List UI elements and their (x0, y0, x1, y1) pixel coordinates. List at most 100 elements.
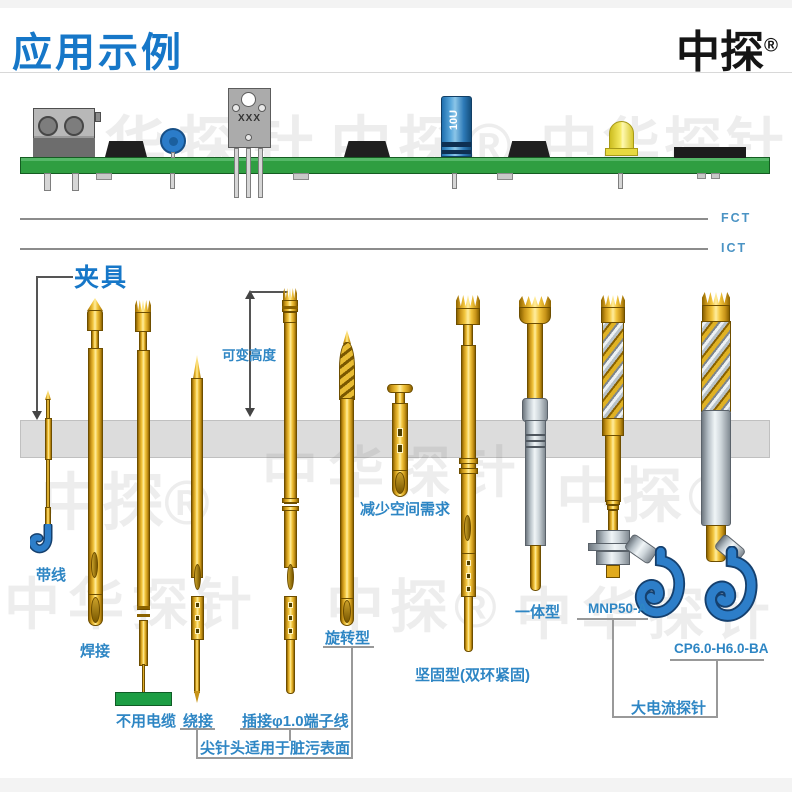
probe-shaft (527, 323, 543, 400)
probe-slot (464, 515, 471, 541)
fixture-pointer-h (37, 276, 73, 278)
probe-hole (195, 602, 200, 608)
probe-hole (195, 628, 200, 634)
probe-barrel (392, 403, 408, 473)
cp60-label: CP6.0-H6.0-BA (674, 641, 769, 656)
component-leg (72, 173, 79, 191)
dimension-arrow-down (245, 408, 255, 417)
brand-logo: 中探® (676, 16, 778, 80)
probe-barrel (605, 435, 621, 502)
solder-pad (96, 173, 112, 180)
rugged-label: 坚固型(双环紧固) (415, 667, 530, 684)
probe-taper (607, 505, 619, 510)
leader-line (716, 659, 718, 718)
component-leg (452, 173, 457, 189)
led-flange (605, 148, 638, 156)
probe-ring (459, 468, 478, 474)
probe-crown-tip (456, 295, 480, 309)
probe-spring (602, 322, 624, 420)
terminal-tab (95, 112, 101, 122)
probe-collar (602, 418, 624, 436)
probe-neck (463, 324, 473, 346)
probe-groove (526, 446, 545, 448)
probe-hole (466, 573, 471, 579)
solder-pad (497, 173, 513, 180)
registered-mark: ® (764, 35, 778, 57)
probe-slot-hole (397, 428, 403, 437)
ict-line (20, 248, 708, 250)
to220-marking: XXX (237, 113, 261, 124)
probe-shaft (139, 620, 148, 666)
probe-barrel (137, 350, 150, 610)
probe-stub (606, 565, 620, 578)
space-saving-label: 减少空间需求 (360, 501, 451, 518)
capacitor-band (442, 142, 471, 147)
one-piece-label: 一体型 (515, 604, 561, 621)
smd-transistor (508, 141, 550, 157)
probe-taper (606, 500, 620, 505)
target-pcb-pad (115, 692, 172, 706)
ict-label: ICT (721, 241, 748, 255)
leader-line (351, 647, 353, 759)
probe-scoop-inner (395, 472, 405, 494)
dimension-line (249, 293, 251, 415)
solder-pad (697, 173, 706, 179)
top-strip (0, 0, 792, 8)
probe-neck (139, 331, 147, 351)
probe-slot-hole (397, 444, 403, 453)
dimension-tick (250, 291, 288, 293)
label-underline (323, 646, 374, 648)
pcb-board-highlight (21, 158, 769, 161)
to220-hole (245, 134, 252, 141)
probe-head (87, 310, 103, 331)
high-current-label: 大电流探针 (631, 700, 707, 717)
to220-leg (234, 148, 239, 198)
probe-hole (288, 615, 293, 621)
current-hook-icon (634, 546, 686, 619)
terminal-screw (38, 116, 58, 136)
probe-ring (282, 498, 299, 503)
component-leg (44, 173, 51, 191)
probe-tip-rod (530, 545, 541, 591)
probe-shaft (46, 459, 50, 509)
probe-post (194, 639, 200, 693)
probe-needle (142, 664, 145, 694)
probe-crown-tip (702, 292, 730, 306)
bottom-strip (0, 778, 792, 792)
to220-leg (258, 148, 263, 198)
probe-head (702, 305, 730, 322)
fct-line (20, 218, 708, 220)
probe-hole (288, 628, 293, 634)
solder-label: 焊接 (80, 643, 111, 660)
probe-tip (45, 390, 51, 400)
dimension-arrow-up (245, 290, 255, 299)
probe-body (701, 410, 731, 526)
probe-slot (287, 564, 294, 590)
probe-barrel (340, 398, 354, 600)
current-hook-icon (704, 546, 758, 622)
probe-shaft (46, 399, 50, 420)
disc-capacitor-center (169, 137, 178, 146)
probe-drill-point (343, 330, 351, 344)
probe-hole (466, 560, 471, 566)
variable-height-label: 可变高度 (222, 348, 276, 363)
probe-solder-cup-inner (91, 597, 100, 623)
mnp50a-label: MNP50-A (588, 601, 648, 616)
probe-groove (137, 606, 150, 609)
probe-slot (91, 552, 98, 578)
probe-barrel (284, 322, 297, 504)
wire-wrap-label: 绕接 (183, 713, 214, 730)
leader-line (289, 728, 291, 741)
fixture-label: 夹具 (74, 264, 129, 292)
sharp-tip-note: 尖针头适用于脏污表面 (200, 740, 351, 757)
probe-head (601, 307, 625, 323)
probe-head (456, 308, 480, 325)
group-bracket (612, 716, 718, 718)
probe-needle-tip (193, 355, 201, 379)
fixture-pointer-arrow (32, 411, 42, 420)
probe-hole (466, 586, 471, 592)
label-underline (197, 757, 353, 759)
to220-mount-hole (241, 92, 256, 107)
leader-line (196, 728, 198, 759)
probe-post-tip (194, 691, 200, 703)
